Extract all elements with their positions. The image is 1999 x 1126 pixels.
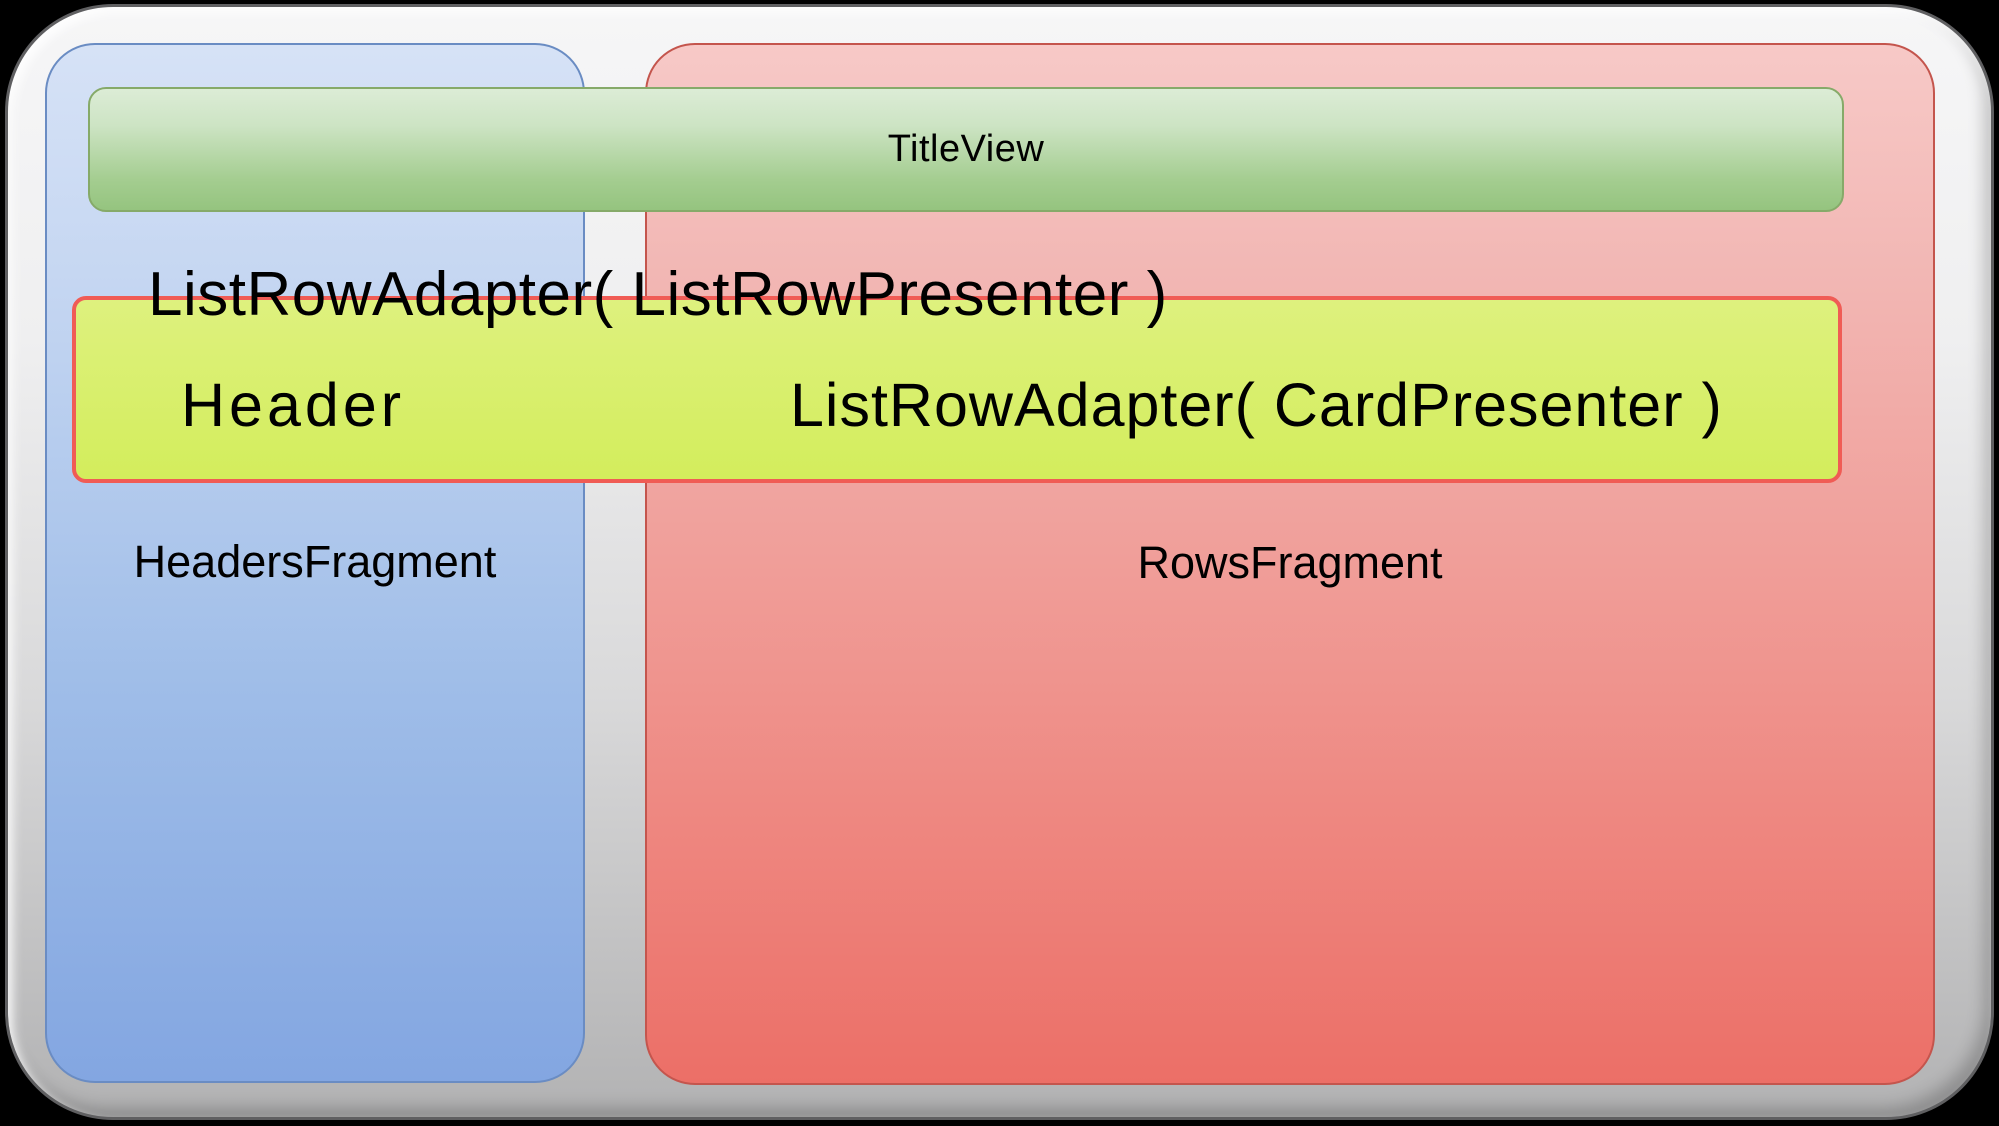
- headers-fragment-panel: [45, 43, 585, 1083]
- list-row-adapter-presenter-label: ListRowAdapter( ListRowPresenter ): [148, 260, 1168, 329]
- rows-fragment-label: RowsFragment: [1137, 537, 1443, 588]
- header-row-bar: [72, 296, 1842, 483]
- title-view-label: TitleView: [887, 128, 1045, 170]
- title-view-bar: TitleView: [88, 87, 1844, 212]
- rows-fragment-panel: [645, 43, 1935, 1085]
- headers-fragment-label: HeadersFragment: [133, 536, 497, 587]
- header-label: Header: [181, 371, 406, 439]
- list-row-adapter-card-label: ListRowAdapter( CardPresenter ): [790, 371, 1723, 439]
